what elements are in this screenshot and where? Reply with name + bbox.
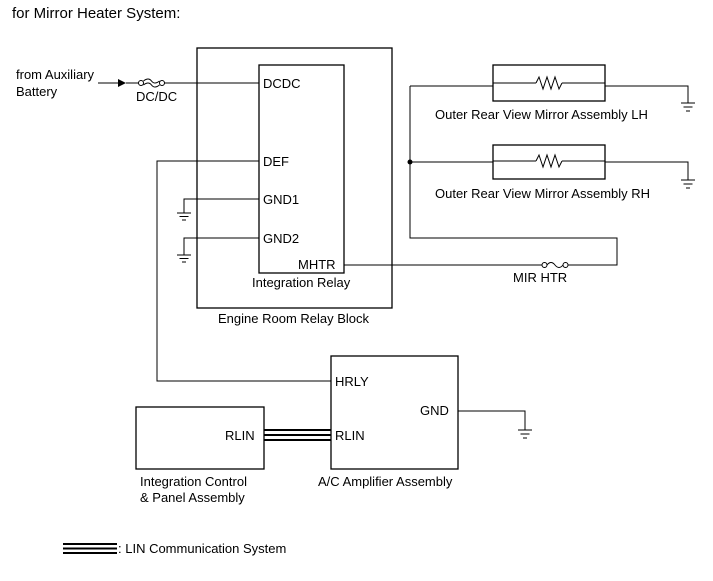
- dcdc-fuse-icon: [138, 78, 165, 88]
- mirror-rh-label: Outer Rear View Mirror Assembly RH: [435, 186, 650, 201]
- pin-gnd2: GND2: [263, 231, 299, 246]
- pin-gnd1: GND1: [263, 192, 299, 207]
- source-label-line2: Battery: [16, 84, 58, 99]
- integration-relay-label: Integration Relay: [252, 275, 351, 290]
- integration-control-label-line1: Integration Control: [140, 474, 247, 489]
- pin-dcdc: DCDC: [263, 76, 301, 91]
- resistor-icon: [493, 75, 605, 91]
- ac-amplifier-assembly: [330, 355, 459, 470]
- mirror-bus-wire: [409, 86, 618, 266]
- integration-relay: [258, 64, 345, 274]
- mirror-rh-ground-wire: [605, 161, 689, 180]
- mir-htr-fuse-icon: [541, 262, 569, 268]
- mirror-lh-ground-wire: [605, 85, 689, 103]
- ground-icon: [177, 254, 191, 263]
- source-label-line1: from Auxiliary: [16, 67, 95, 82]
- ground-icon: [177, 212, 191, 221]
- mir-htr-fuse-label: MIR HTR: [513, 270, 567, 285]
- mirror-lh-label: Outer Rear View Mirror Assembly LH: [435, 107, 648, 122]
- ground-icon: [681, 179, 695, 189]
- legend-lin-symbol: [63, 543, 117, 554]
- integration-control-panel-assembly: [135, 406, 265, 470]
- resistor-icon: [493, 153, 605, 169]
- ac-ground-wire: [458, 410, 526, 430]
- source-arrow-icon: [118, 79, 126, 87]
- legend-lin-label: : LIN Communication System: [118, 541, 286, 556]
- integration-control-label-line2: & Panel Assembly: [140, 490, 245, 505]
- engine-room-relay-block: [196, 47, 393, 309]
- pin-def: DEF: [263, 154, 289, 169]
- ac-pin-hrly: HRLY: [335, 374, 369, 389]
- ac-pin-gnd: GND: [420, 403, 449, 418]
- lin-bus-line: [264, 429, 331, 441]
- gnd1-wire: [183, 198, 259, 213]
- ground-icon: [518, 429, 532, 439]
- pin-mhtr: MHTR: [298, 257, 336, 272]
- ground-icon: [681, 102, 695, 112]
- dcdc-fuse-label: DC/DC: [136, 89, 177, 104]
- engine-room-relay-block-label: Engine Room Relay Block: [218, 311, 370, 326]
- ac-amplifier-label: A/C Amplifier Assembly: [318, 474, 453, 489]
- gnd2-wire: [183, 237, 259, 255]
- integration-control-pin-rlin: RLIN: [225, 428, 255, 443]
- def-to-hrly-wire: [156, 160, 331, 382]
- ac-pin-rlin: RLIN: [335, 428, 365, 443]
- diagram-title: for Mirror Heater System:: [12, 5, 180, 22]
